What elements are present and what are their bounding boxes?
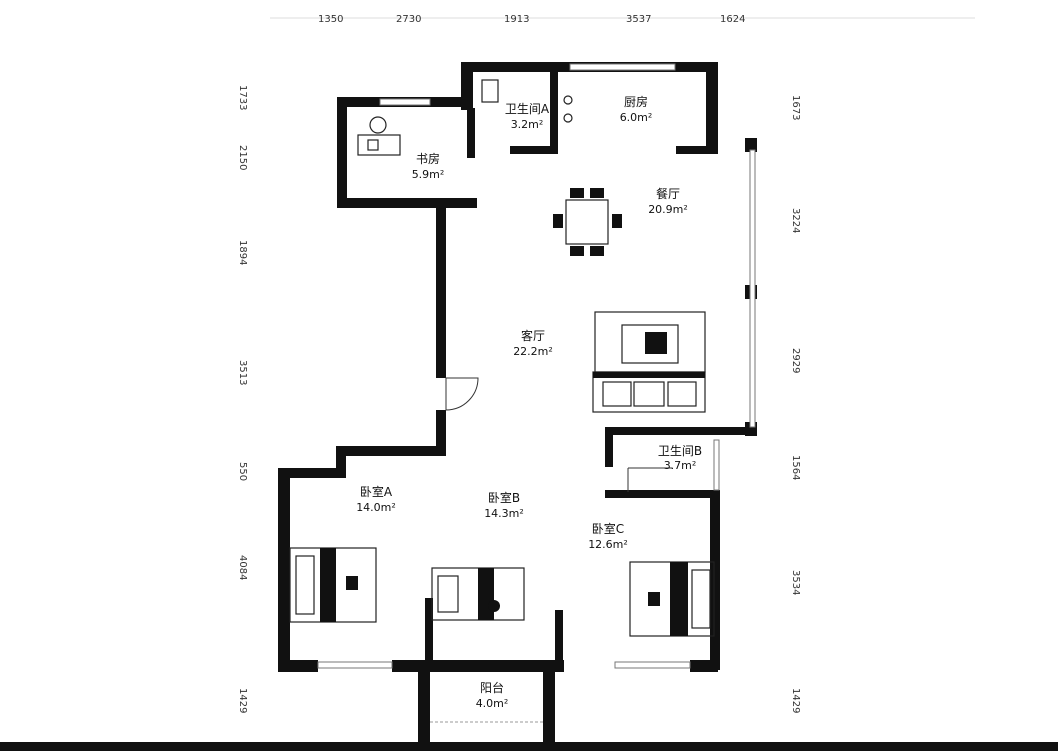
room-name: 卫生间A xyxy=(505,102,550,116)
room-area: 4.0m² xyxy=(476,697,509,710)
left-dimensions: 1733 2150 1894 3513 550 4084 1429 xyxy=(237,85,248,713)
dim-left-1: 1733 xyxy=(237,85,248,110)
shower-icon xyxy=(627,467,672,492)
dim-left-3: 1894 xyxy=(237,240,248,265)
study-desk-icon xyxy=(357,116,401,156)
room-name: 卧室B xyxy=(488,490,520,505)
room-area: 22.2m² xyxy=(513,345,553,358)
room-name: 书房 xyxy=(416,151,440,166)
room-name: 客厅 xyxy=(521,328,545,343)
dim-top-5: 1624 xyxy=(720,14,745,25)
room-kitchen: 厨房 6.0m² xyxy=(620,94,653,124)
walls xyxy=(278,62,757,743)
dim-left-2: 2150 xyxy=(237,145,248,170)
dim-left-6: 4084 xyxy=(237,555,248,580)
room-name: 阳台 xyxy=(480,680,504,695)
dim-right-2: 3224 xyxy=(790,208,801,233)
room-area: 6.0m² xyxy=(620,111,653,124)
dim-top-4: 3537 xyxy=(626,14,651,25)
sofa-icon xyxy=(592,371,706,413)
room-area: 3.2m² xyxy=(511,118,544,131)
dim-left-7: 1429 xyxy=(237,688,248,713)
room-area: 5.9m² xyxy=(412,168,445,181)
room-bedroom-b: 卧室B 14.3m² xyxy=(484,490,524,520)
room-bath-b: 卫生间B 3.7m² xyxy=(658,444,702,472)
dining-table-icon xyxy=(553,188,622,256)
stove-icon xyxy=(563,95,573,123)
room-bath-a: 卫生间A 3.2m² xyxy=(505,102,550,131)
bed-b-icon xyxy=(431,567,525,621)
room-area: 14.3m² xyxy=(484,507,524,520)
dim-top-3: 1913 xyxy=(504,14,529,25)
dim-left-5: 550 xyxy=(237,462,248,481)
dim-right-6: 1429 xyxy=(790,688,801,713)
dim-right-4: 1564 xyxy=(790,455,801,480)
right-dimensions: 1673 3224 2929 1564 3534 1429 xyxy=(790,95,801,713)
room-area: 3.7m² xyxy=(664,459,697,472)
bed-a-icon xyxy=(289,547,377,623)
dim-right-1: 1673 xyxy=(790,95,801,120)
dim-left-4: 3513 xyxy=(237,360,248,385)
dim-top-1: 1350 xyxy=(318,14,343,25)
room-dining: 餐厅 20.9m² xyxy=(648,186,688,216)
room-area: 20.9m² xyxy=(648,203,688,216)
windows xyxy=(317,63,756,723)
room-name: 卫生间B xyxy=(658,444,702,458)
room-area: 14.0m² xyxy=(356,501,396,514)
room-name: 卧室C xyxy=(592,521,624,536)
room-name: 卧室A xyxy=(360,484,393,499)
bottom-bar xyxy=(0,742,1058,751)
dim-right-3: 2929 xyxy=(790,348,801,373)
top-dimensions: 1350 2730 1913 3537 1624 xyxy=(270,14,975,25)
room-name: 餐厅 xyxy=(656,186,680,201)
bed-c-icon xyxy=(629,561,715,637)
room-balcony: 阳台 4.0m² xyxy=(476,680,509,710)
toilet-icon xyxy=(481,79,499,103)
room-bedroom-a: 卧室A 14.0m² xyxy=(356,484,396,514)
room-bedroom-c: 卧室C 12.6m² xyxy=(588,521,628,551)
room-name: 厨房 xyxy=(624,94,648,109)
room-study: 书房 5.9m² xyxy=(412,151,445,181)
tv-cabinet-icon xyxy=(594,311,706,373)
room-living: 客厅 22.2m² xyxy=(513,328,553,358)
dim-right-5: 3534 xyxy=(790,570,801,595)
entry-door xyxy=(445,377,479,411)
room-area: 12.6m² xyxy=(588,538,628,551)
dim-top-2: 2730 xyxy=(396,14,421,25)
